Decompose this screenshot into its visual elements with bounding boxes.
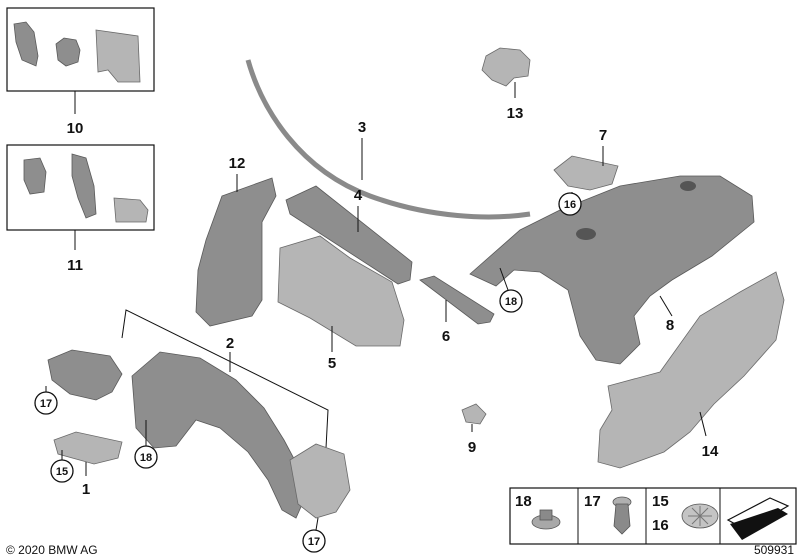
circle-17b: [302, 529, 326, 553]
leader-8: [659, 295, 673, 317]
circled-callout-15-a[interactable]: 15: [50, 450, 74, 483]
callout-16-a: 16: [564, 199, 576, 211]
part-2-shape: [131, 351, 305, 519]
callout-1: 1: [82, 481, 90, 498]
callout-7: 7: [599, 127, 607, 144]
part-8-hole: [576, 228, 596, 240]
leader-18b: [499, 267, 509, 291]
part-4-shape: [285, 185, 413, 285]
callout-5: 5: [328, 355, 336, 372]
callout-15-a: 15: [56, 466, 68, 478]
fastener-legend: 18 17 15 16: [509, 487, 797, 545]
callout-4: 4: [354, 187, 363, 204]
callout-10: 10: [67, 120, 84, 137]
leader-14: [699, 411, 707, 437]
part-8-shape: [469, 175, 755, 365]
part-3-seal-strip[interactable]: 3: [245, 59, 531, 220]
part-11-piece-c: [113, 197, 149, 223]
part-group-11[interactable]: 11: [6, 144, 155, 274]
part-13-bracket[interactable]: 13: [481, 47, 531, 122]
part-6-shape: [419, 275, 495, 325]
part-10-piece-a: [13, 21, 39, 67]
legend-item-sheet[interactable]: [726, 497, 790, 540]
spring-washer-teeth: [688, 506, 712, 526]
circled-callout-17-a[interactable]: 17: [34, 386, 58, 415]
callout-14: 14: [702, 443, 719, 460]
circled-callout-18-a[interactable]: 18: [134, 420, 158, 469]
callout-13: 13: [507, 105, 524, 122]
group-box-10: [6, 7, 155, 92]
callout-11: 11: [67, 257, 83, 274]
legend-item-18[interactable]: 18: [515, 493, 561, 530]
copyright-text: © 2020 BMW AG: [6, 543, 98, 557]
callout-6: 6: [442, 328, 450, 345]
legend-label-17: 17: [584, 493, 601, 510]
legend-item-17[interactable]: 17: [584, 493, 632, 535]
part-5-insulation[interactable]: 5: [277, 235, 405, 372]
legend-label-18: 18: [515, 493, 532, 510]
bracket-line-2: [121, 309, 329, 449]
clip-body-icon: [613, 503, 631, 535]
part-8-hole-2: [680, 181, 696, 191]
callout-18-b: 18: [505, 296, 517, 308]
part-14-insulation[interactable]: 14: [597, 271, 785, 469]
part-12-insulation[interactable]: 12: [195, 155, 277, 327]
leader-17b: [315, 517, 319, 531]
part-6-strip[interactable]: 6: [419, 275, 495, 345]
diagram-number: 509931: [754, 543, 794, 557]
part-9-clip[interactable]: 9: [461, 403, 487, 456]
part-11-piece-b: [71, 153, 97, 219]
sheet-solid-icon: [730, 508, 788, 540]
circle-17a: [34, 391, 58, 415]
bracket-shape: [481, 47, 531, 87]
part-10-piece-c: [95, 29, 141, 83]
legend-label-15: 15: [652, 493, 669, 510]
callout-2: 2: [226, 335, 234, 352]
group-bracket-2: 2: [121, 309, 329, 449]
part-2-side-panel: [289, 443, 351, 519]
callout-17-b: 17: [308, 536, 320, 548]
part-9-shape: [461, 403, 487, 425]
part-10-piece-b: [55, 37, 81, 67]
callout-18-a: 18: [140, 452, 152, 464]
callout-12: 12: [229, 155, 246, 172]
part-7-shape: [553, 155, 619, 191]
callout-17-a: 17: [40, 398, 52, 410]
circled-callout-17-b[interactable]: 17: [302, 517, 326, 553]
nut-hex: [539, 509, 553, 521]
circle-16a: [558, 192, 582, 216]
part-7-plate[interactable]: 7: [553, 127, 619, 196]
callout-8: 8: [666, 317, 674, 334]
circle-18b: [499, 289, 523, 313]
legend-label-16: 16: [652, 517, 669, 534]
group-box-11: [6, 144, 155, 231]
part-11-piece-a: [23, 157, 47, 195]
seal-strip-shape: [245, 59, 531, 220]
part-14-shape: [597, 271, 785, 469]
part-group-10[interactable]: 10: [6, 7, 155, 137]
circle-18a: [134, 445, 158, 469]
legend-item-15-16[interactable]: 15 16: [652, 493, 719, 534]
legend-box: [509, 487, 797, 545]
part-5-shape: [277, 235, 405, 347]
part-8-bulkhead[interactable]: 8: [469, 175, 755, 365]
callout-3: 3: [358, 119, 366, 136]
circle-15a: [50, 459, 74, 483]
part-1-shape: [53, 431, 123, 465]
circled-callout-18-b[interactable]: 18: [499, 267, 523, 313]
part-1-pad[interactable]: 1: [53, 431, 123, 498]
part-4-rail[interactable]: 4: [285, 185, 413, 285]
circled-callout-16-a[interactable]: 16: [558, 192, 582, 216]
part-12-shape: [195, 177, 277, 327]
part-2-wheel-arch[interactable]: [47, 349, 351, 519]
part-2-front-piece: [47, 349, 123, 401]
callout-9: 9: [468, 439, 476, 456]
